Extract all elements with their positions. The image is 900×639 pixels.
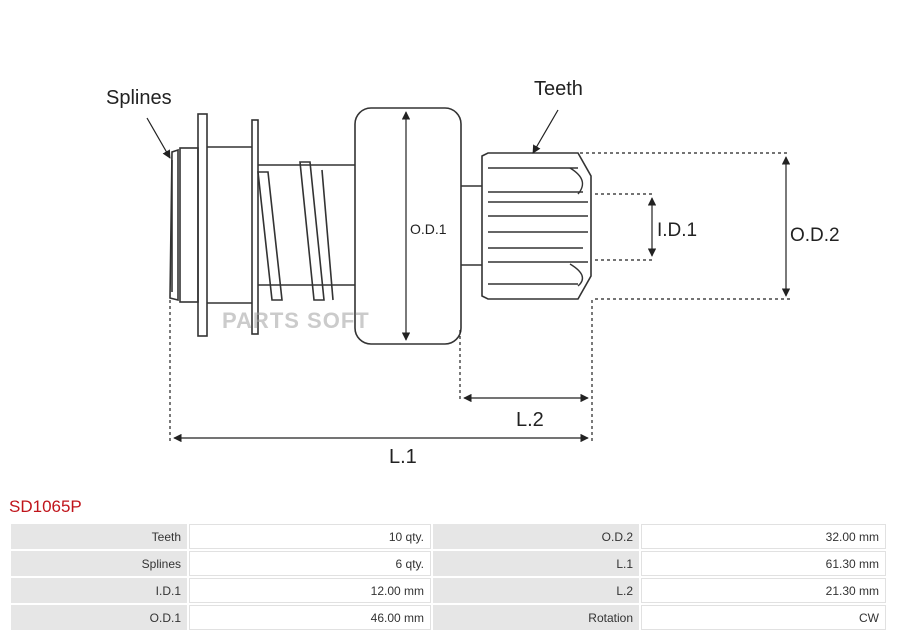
- spec-value: 6 qty.: [189, 551, 431, 576]
- spline-collar: [169, 148, 179, 302]
- starter-drive-diagram: Splines Teeth O.D.1 I.D.1 O.D.2 L.2 L.1: [106, 78, 840, 468]
- od1-label: O.D.1: [410, 221, 447, 237]
- spec-label: Teeth: [11, 524, 187, 549]
- od2-label: O.D.2: [790, 225, 840, 246]
- pinion-gear: [481, 152, 592, 300]
- shaft: [258, 164, 355, 286]
- table-row: O.D.1 46.00 mm Rotation CW: [11, 605, 886, 630]
- end-plate: [197, 113, 208, 337]
- spec-label: O.D.2: [433, 524, 639, 549]
- pinion-housing: [354, 107, 462, 345]
- splines-label: Splines: [106, 87, 172, 109]
- table-row: Teeth 10 qty. O.D.2 32.00 mm: [11, 524, 886, 549]
- table-row: Splines 6 qty. L.1 61.30 mm: [11, 551, 886, 576]
- spec-value: CW: [641, 605, 886, 630]
- id1-label: I.D.1: [657, 220, 697, 241]
- spec-table: Teeth 10 qty. O.D.2 32.00 mm Splines 6 q…: [9, 522, 888, 632]
- spec-label: L.2: [433, 578, 639, 603]
- spec-label: O.D.1: [11, 605, 187, 630]
- clutch-ring: [251, 119, 259, 335]
- spec-value: 46.00 mm: [189, 605, 431, 630]
- spec-label: Splines: [11, 551, 187, 576]
- spec-label: I.D.1: [11, 578, 187, 603]
- spec-value: 21.30 mm: [641, 578, 886, 603]
- spec-label: L.1: [433, 551, 639, 576]
- teeth-label: Teeth: [534, 78, 583, 100]
- watermark: PARTS SOFT: [222, 308, 370, 333]
- l1-label: L.1: [389, 446, 417, 468]
- table-row: I.D.1 12.00 mm L.2 21.30 mm: [11, 578, 886, 603]
- spec-value: 61.30 mm: [641, 551, 886, 576]
- spec-value: 10 qty.: [189, 524, 431, 549]
- spring: [257, 161, 334, 301]
- spec-value: 12.00 mm: [189, 578, 431, 603]
- l2-label: L.2: [516, 409, 544, 431]
- spec-label: Rotation: [433, 605, 639, 630]
- gear-teeth: [488, 167, 588, 287]
- part-code: SD1065P: [9, 497, 82, 516]
- spec-value: 32.00 mm: [641, 524, 886, 549]
- drive-drawing: [169, 107, 592, 345]
- dimension-lines: [146, 109, 791, 443]
